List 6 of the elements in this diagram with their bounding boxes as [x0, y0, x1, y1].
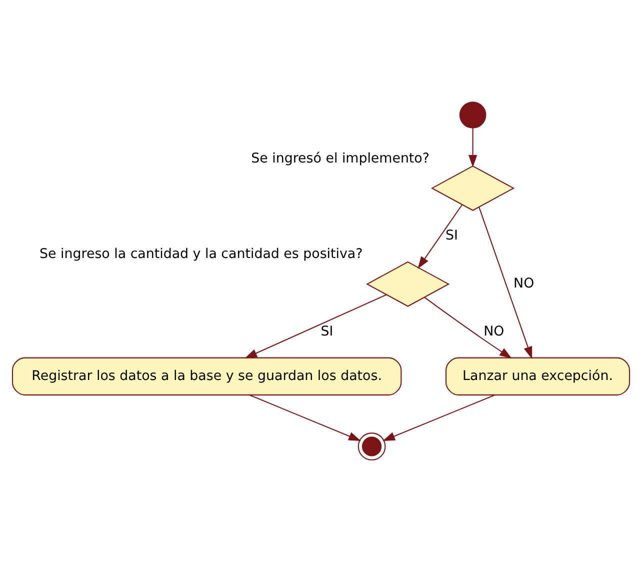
- edge-label: SI: [445, 228, 458, 244]
- node-label: Se ingreso la cantidad y la cantidad es positiva?: [40, 246, 363, 262]
- node-label: Se ingresó el implemento?: [251, 150, 430, 166]
- edge-label: NO: [514, 276, 534, 292]
- edge-label: SI: [320, 324, 334, 340]
- edge-label: NO: [484, 324, 504, 340]
